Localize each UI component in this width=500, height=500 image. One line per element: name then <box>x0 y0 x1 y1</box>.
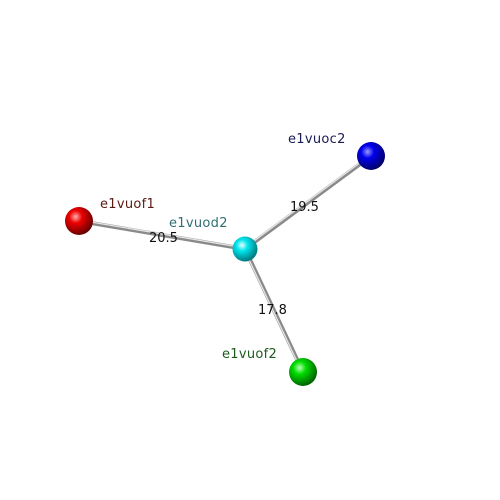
edge-e1vuod2-e1vuof1 <box>77 219 247 251</box>
nodes <box>65 142 385 386</box>
edges <box>77 154 373 374</box>
edge-labels: 20.5 19.5 17.8 <box>149 200 319 318</box>
edge-label-e1vuof1: 20.5 <box>149 231 178 246</box>
node-e1vuof2[interactable] <box>289 358 317 386</box>
node-label-e1vuof2: e1vuof2 <box>222 347 277 362</box>
node-label-e1vuoc2: e1vuoc2 <box>288 132 346 147</box>
node-labels: e1vuod2 e1vuof1 e1vuoc2 e1vuof2 <box>100 132 346 362</box>
node-e1vuoc2[interactable] <box>357 142 385 170</box>
node-e1vuod2[interactable] <box>232 236 258 262</box>
edge-e1vuod2-e1vuoc2 <box>243 154 373 251</box>
node-e1vuof1[interactable] <box>65 207 93 235</box>
edge-e1vuod2-e1vuof2 <box>243 247 305 374</box>
edge-label-e1vuoc2: 19.5 <box>290 200 319 215</box>
node-label-e1vuod2: e1vuod2 <box>169 216 228 231</box>
node-label-e1vuof1: e1vuof1 <box>100 197 155 212</box>
edge-label-e1vuof2: 17.8 <box>258 303 287 318</box>
